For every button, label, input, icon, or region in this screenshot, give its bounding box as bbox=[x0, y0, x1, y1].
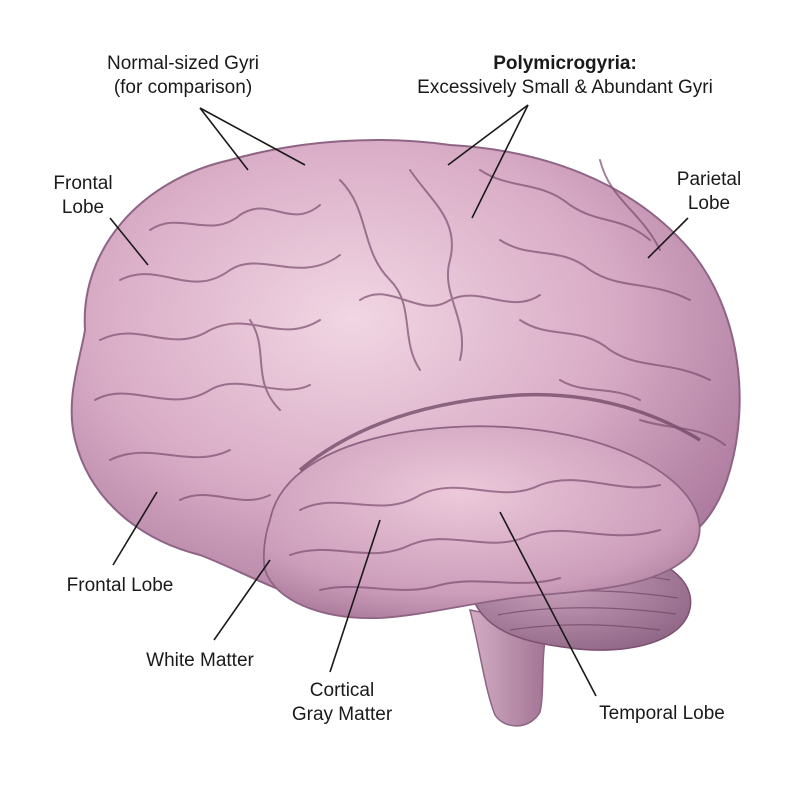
leader-normal-gyri-a bbox=[199, 107, 249, 171]
cerebral-gyri bbox=[94, 159, 726, 501]
label-parietal-lobe-line1: Parietal bbox=[676, 169, 742, 190]
label-white-matter-text: White Matter bbox=[146, 650, 254, 671]
leader-frontal-lobe-top bbox=[109, 217, 149, 266]
label-temporal-lobe-text: Temporal Lobe bbox=[599, 703, 725, 724]
label-frontal-lobe-top-line2: Lobe bbox=[61, 197, 105, 218]
lateral-sulcus bbox=[298, 392, 701, 472]
label-polymicrogyria: Polymicrogyria: Excessively Small & Abun… bbox=[392, 52, 738, 100]
leader-temporal-lobe bbox=[499, 511, 597, 697]
temporal-lobe-shape bbox=[262, 425, 701, 619]
label-normal-gyri-line1: Normal-sized Gyri bbox=[106, 53, 260, 74]
label-normal-gyri-line2: (for comparison) bbox=[113, 77, 253, 98]
leader-lines bbox=[109, 104, 689, 697]
label-polymicrogyria-desc: Excessively Small & Abundant Gyri bbox=[417, 77, 713, 98]
label-cortical-gray-matter-line2: Gray Matter bbox=[291, 704, 393, 725]
label-frontal-lobe-top-line1: Frontal bbox=[53, 173, 113, 194]
leader-parietal-lobe bbox=[647, 217, 689, 259]
label-polymicrogyria-title: Polymicrogyria: bbox=[493, 53, 637, 74]
leader-polymicrogyria-b bbox=[471, 104, 529, 219]
label-parietal-lobe: Parietal Lobe bbox=[664, 168, 754, 216]
label-white-matter: White Matter bbox=[130, 649, 270, 673]
label-temporal-lobe: Temporal Lobe bbox=[582, 702, 742, 726]
label-cortical-gray-matter-line1: Cortical bbox=[309, 680, 375, 701]
label-frontal-lobe-bottom: Frontal Lobe bbox=[52, 574, 188, 598]
label-parietal-lobe-line2: Lobe bbox=[687, 193, 731, 214]
label-frontal-lobe-bottom-text: Frontal Lobe bbox=[66, 575, 174, 596]
label-normal-gyri: Normal-sized Gyri (for comparison) bbox=[88, 52, 278, 100]
label-cortical-gray-matter: Cortical Gray Matter bbox=[276, 679, 408, 727]
leader-frontal-lobe-bottom bbox=[112, 491, 158, 566]
label-frontal-lobe-top: Frontal Lobe bbox=[38, 172, 128, 220]
leader-cortical-gray-matter bbox=[329, 519, 381, 673]
leader-normal-gyri-b bbox=[199, 107, 306, 166]
leader-white-matter bbox=[213, 559, 271, 641]
leader-polymicrogyria-a bbox=[447, 104, 529, 166]
temporal-gyri bbox=[289, 479, 661, 591]
